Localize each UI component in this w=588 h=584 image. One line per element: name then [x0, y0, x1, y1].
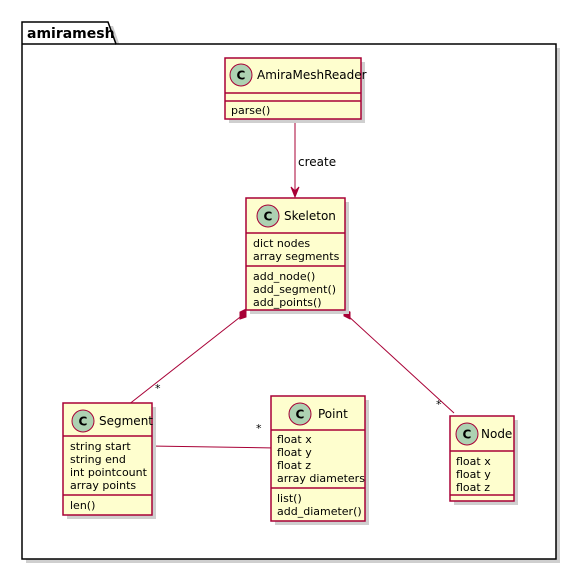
skeleton-segment-multiplicity: *: [155, 382, 161, 395]
class-spot-icon: [288, 402, 312, 426]
attribute-y: float y: [456, 468, 491, 481]
class-amira-mesh-reader[interactable]: C AmiraMeshReader parse(): [224, 57, 367, 123]
method-add-node: add_node(): [253, 270, 315, 283]
skeleton-segment-line: [127, 313, 245, 406]
class-skeleton[interactable]: C Skeleton dict nodes array segments add…: [245, 197, 349, 314]
method-list: list(): [277, 492, 302, 505]
skeleton-node-line: [345, 313, 455, 414]
attribute-x: float x: [277, 433, 312, 446]
attribute-x: float x: [456, 455, 491, 468]
class-spot-icon: [229, 63, 253, 87]
attribute-start: string start: [70, 440, 131, 453]
skeleton-segment-diamond: [239, 308, 247, 320]
attribute-points: array points: [70, 479, 136, 492]
attribute-nodes: dict nodes: [253, 237, 310, 250]
segment-point-multiplicity: *: [256, 422, 262, 435]
method-parse: parse(): [231, 104, 270, 117]
class-point[interactable]: C Point float x float y float z array di…: [270, 395, 369, 525]
class-segment[interactable]: C Segment string start string end int po…: [62, 402, 156, 519]
class-spot-icon: [71, 409, 95, 433]
create-label: create: [298, 155, 336, 169]
package-title: amiramesh: [27, 26, 115, 42]
attribute-y: float y: [277, 446, 312, 459]
class-spot-icon: [256, 204, 280, 228]
method-add-points: add_points(): [253, 296, 322, 309]
class-spot-letter: C: [264, 210, 273, 224]
attribute-pointcount: int pointcount: [70, 466, 148, 479]
method-add-segment: add_segment(): [253, 283, 336, 296]
class-name: Skeleton: [284, 209, 336, 223]
attribute-z: float z: [277, 459, 311, 472]
class-name: AmiraMeshReader: [257, 68, 367, 82]
skeleton-node-multiplicity: *: [436, 398, 442, 411]
class-spot-letter: C: [237, 69, 246, 83]
class-spot-letter: C: [79, 415, 88, 429]
method-add-diameter: add_diameter(): [277, 505, 362, 518]
attribute-z: float z: [456, 481, 490, 494]
class-spot-letter: C: [296, 408, 305, 422]
attribute-diameters: array diameters: [277, 472, 365, 485]
class-spot-letter: C: [463, 428, 472, 442]
segment-point-line: [149, 445, 277, 449]
create-arrow-head: [290, 186, 300, 199]
attribute-end: string end: [70, 453, 126, 466]
class-name: Segment: [99, 414, 153, 428]
class-name: Node: [481, 427, 512, 441]
method-len: len(): [70, 499, 95, 512]
attribute-segments: array segments: [253, 250, 340, 263]
class-spot-icon: [455, 422, 479, 446]
class-node[interactable]: C Node float x float y float z: [449, 415, 518, 505]
class-name: Point: [318, 407, 348, 421]
